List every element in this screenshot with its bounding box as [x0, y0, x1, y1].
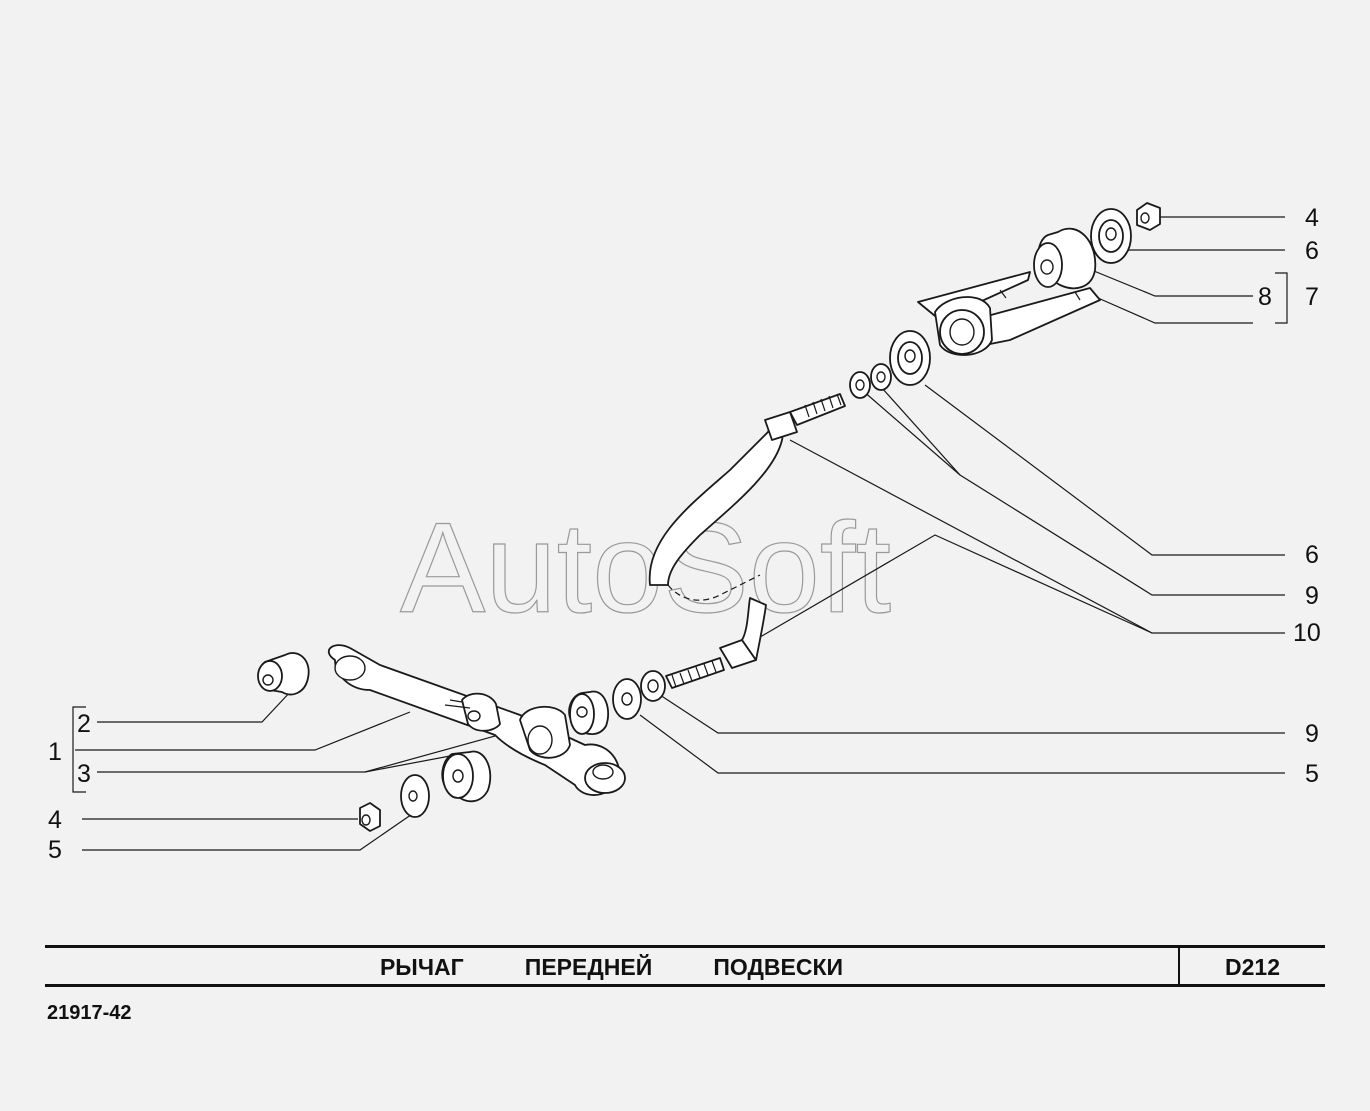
washer-9-upper-b: [870, 363, 892, 391]
callout-3: 3: [77, 760, 91, 788]
bushing-3-lower: [441, 750, 492, 803]
callout-9-upper: 9: [1305, 582, 1319, 610]
leader-lines: [72, 216, 1288, 851]
callout-9-lower: 9: [1305, 720, 1319, 748]
model-code: 21917-42: [47, 1002, 132, 1024]
callout-2: 2: [77, 710, 91, 738]
callout-6-upper: 6: [1305, 237, 1319, 265]
callout-4-right: 4: [1305, 204, 1319, 232]
cushion-8-upper: [1033, 227, 1097, 290]
page-code: D212: [1225, 954, 1280, 980]
bushing-3-upper: [568, 690, 610, 735]
washer-5-left: [400, 774, 430, 818]
cushion-6-lower: [889, 330, 931, 386]
watermark: AutoSoft: [400, 497, 891, 640]
title-separator: [1178, 948, 1180, 984]
washer-9-upper-a: [849, 371, 871, 399]
callout-10: 10: [1293, 619, 1321, 647]
callout-4-left: 4: [48, 806, 62, 834]
callout-8: 8: [1258, 283, 1272, 311]
bushing-2: [257, 652, 310, 696]
callout-7: 7: [1305, 283, 1319, 311]
washer-5-lower: [612, 678, 642, 720]
callout-5-right: 5: [1305, 760, 1319, 788]
callout-labels: 2 1 3 4 5 4 6 8 7 6 9 10 9 5: [48, 204, 1321, 864]
washer-6-upper: [1090, 208, 1132, 264]
title-bar: РЫЧАГ ПЕРЕДНЕЙ ПОДВЕСКИ D212: [45, 945, 1325, 987]
callout-5-left: 5: [48, 836, 62, 864]
diagram-title: РЫЧАГ ПЕРЕДНЕЙ ПОДВЕСКИ: [379, 954, 844, 980]
nut-4-upper: [1136, 202, 1161, 231]
strut-bracket: [917, 271, 1101, 356]
nut-4-left: [359, 802, 381, 832]
callout-6-lower: 6: [1305, 541, 1319, 569]
callout-1: 1: [48, 738, 62, 766]
washer-9-lower: [640, 670, 666, 702]
lower-control-arm: [328, 644, 626, 796]
strut-rod: [648, 393, 846, 689]
